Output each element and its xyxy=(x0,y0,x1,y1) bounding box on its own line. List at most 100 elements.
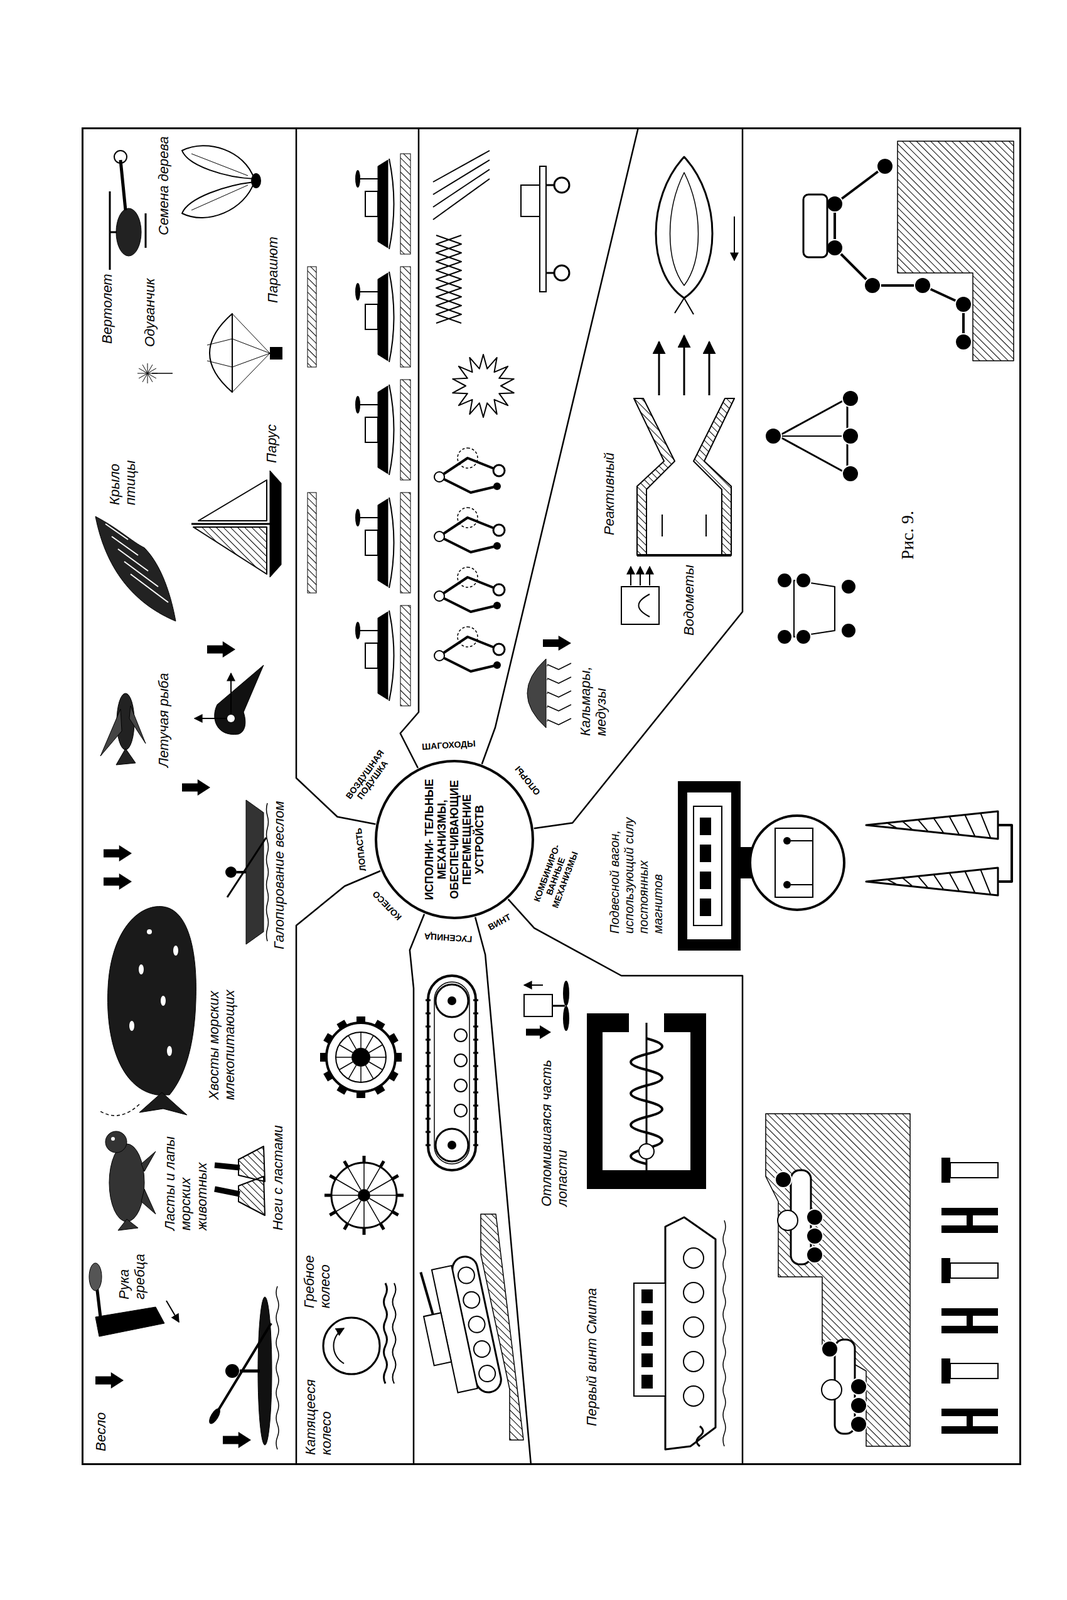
burst-star xyxy=(452,354,514,418)
climber-wheel xyxy=(826,239,843,257)
sail xyxy=(198,480,267,521)
sector-label: ЛОПАСТЬ xyxy=(353,826,368,874)
hip-joint xyxy=(434,591,445,602)
tank-on-slope xyxy=(412,1214,524,1441)
tail-boom xyxy=(120,160,126,211)
climber-wheel xyxy=(821,1341,838,1358)
lug-block xyxy=(336,1083,348,1095)
cabin xyxy=(365,191,378,217)
whale-figure xyxy=(99,845,196,1116)
block-arrow xyxy=(103,845,132,862)
impeller xyxy=(638,594,651,617)
fan xyxy=(355,283,361,301)
whale-tail xyxy=(139,1092,188,1116)
cliff-climber xyxy=(803,141,1014,361)
wing-vein xyxy=(191,185,248,211)
sailboat xyxy=(191,470,282,578)
arrow-line xyxy=(658,342,661,396)
screw-thread xyxy=(949,815,960,835)
picture-label: Подвесной вагон, использующий силу посто… xyxy=(607,797,666,936)
picture-label: Гребное колесо xyxy=(301,1238,334,1310)
picture-label: Катящееся колесо xyxy=(302,1375,335,1457)
seed-ray xyxy=(147,373,158,375)
climber-wheel xyxy=(806,1228,823,1245)
cabin xyxy=(116,208,142,257)
water-wave xyxy=(547,692,548,695)
ball-wheel xyxy=(323,1318,380,1375)
gun xyxy=(420,1272,433,1317)
wheel-walker-a xyxy=(777,573,857,645)
shroud-line xyxy=(232,338,270,354)
spoke xyxy=(335,1056,352,1059)
walker-wheel xyxy=(777,629,793,645)
sector-divider xyxy=(296,127,376,825)
prop-blade xyxy=(562,1006,570,1032)
foot xyxy=(493,524,505,537)
squid xyxy=(655,156,735,315)
lug-block xyxy=(394,1053,402,1062)
symbol-bar xyxy=(950,1163,998,1179)
grouser xyxy=(473,1131,479,1134)
sector-label: КОМБИНИРО- ВАННЫЕ МЕХАНИЗМЫ xyxy=(529,837,582,916)
spoke xyxy=(369,1179,393,1193)
seed-ray xyxy=(147,368,157,374)
climber-body xyxy=(803,194,828,258)
paddle xyxy=(380,1161,385,1168)
fan xyxy=(355,509,361,527)
foot xyxy=(493,584,505,596)
post xyxy=(546,184,555,187)
tentacle xyxy=(547,718,572,725)
terrain xyxy=(765,1114,911,1447)
picture-label: Крыло птицы xyxy=(106,441,139,507)
road-wheel xyxy=(461,1290,482,1310)
figure-caption: Рис. 9. xyxy=(897,509,918,562)
window xyxy=(641,1375,653,1389)
screw-thread xyxy=(964,814,975,837)
grouser xyxy=(473,1118,479,1121)
tentacle xyxy=(547,663,572,670)
fan-mast xyxy=(359,630,378,632)
water-wave xyxy=(384,1283,388,1384)
foot xyxy=(493,465,505,477)
whale-spot xyxy=(173,945,179,956)
water-wave xyxy=(547,665,548,667)
seal-flipper xyxy=(141,1151,156,1172)
spoke xyxy=(367,1167,381,1191)
foot xyxy=(493,542,501,550)
road-wheel xyxy=(477,1364,498,1384)
cabin xyxy=(365,643,378,669)
chamber-end xyxy=(637,554,732,557)
picture-label: Весло xyxy=(92,1411,109,1454)
lug-block xyxy=(373,1083,385,1095)
window xyxy=(641,1332,653,1347)
wagon-window xyxy=(699,871,712,890)
knee-path xyxy=(457,567,478,588)
ground-band xyxy=(307,266,317,368)
climber-wheel xyxy=(955,333,972,351)
spoke xyxy=(363,1201,365,1229)
screw-thread xyxy=(980,812,991,838)
stilts xyxy=(433,150,490,220)
knee-path xyxy=(457,627,478,648)
grouser xyxy=(425,999,431,1002)
seed-ray xyxy=(138,373,148,379)
climber-dome xyxy=(821,1380,842,1401)
passenger xyxy=(790,840,813,842)
central-circle: ИСПОЛНИ- ТЕЛЬНЫЕ МЕХАНИЗМЫ, ОБЕСПЕЧИВАЮЩ… xyxy=(374,760,535,920)
arrow-line xyxy=(630,566,632,586)
squid-mantle xyxy=(670,172,699,286)
spoke xyxy=(370,1195,397,1197)
grouser xyxy=(425,1131,431,1134)
cliff xyxy=(897,141,1014,361)
spoke xyxy=(367,1201,381,1224)
wing xyxy=(95,516,176,622)
cabin xyxy=(365,417,378,443)
sprocket-hub xyxy=(447,1141,457,1150)
road-wheel xyxy=(456,1265,477,1286)
trolley xyxy=(520,166,570,292)
water-wave xyxy=(547,679,548,681)
seal-head xyxy=(105,1131,127,1153)
scissor-line xyxy=(436,235,462,324)
airfoil xyxy=(214,665,264,735)
climber-wheel xyxy=(806,1209,823,1226)
